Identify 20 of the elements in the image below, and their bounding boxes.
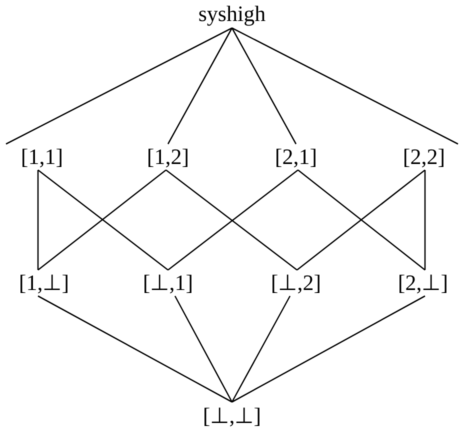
- lattice-element-label: [2,1]: [274, 146, 318, 168]
- connector-line: [6, 27, 232, 145]
- lattice-element-label: [1,⊥]: [18, 272, 70, 294]
- connector-line: [37, 170, 39, 270]
- connector-line: [424, 170, 426, 270]
- connector-line: [231, 28, 297, 144]
- connector-line: [232, 295, 426, 403]
- lattice-element-label: [2,⊥]: [398, 272, 448, 294]
- connector-line: [231, 296, 291, 402]
- connector-line: [174, 296, 233, 402]
- lattice-element-label: [⊥,1]: [142, 272, 194, 294]
- lattice-element-label: [2,2]: [402, 146, 446, 168]
- lattice-element-label: [⊥,2]: [270, 272, 322, 294]
- connector-line: [167, 28, 233, 144]
- lattice-element-label: [1,2]: [146, 146, 190, 168]
- lattice-element-label: syshigh: [198, 3, 266, 25]
- connector-line: [232, 27, 458, 145]
- lattice-element-label: [1,1]: [20, 146, 64, 168]
- lattice-element-label: [⊥,⊥]: [202, 405, 262, 427]
- connector-line: [38, 295, 232, 403]
